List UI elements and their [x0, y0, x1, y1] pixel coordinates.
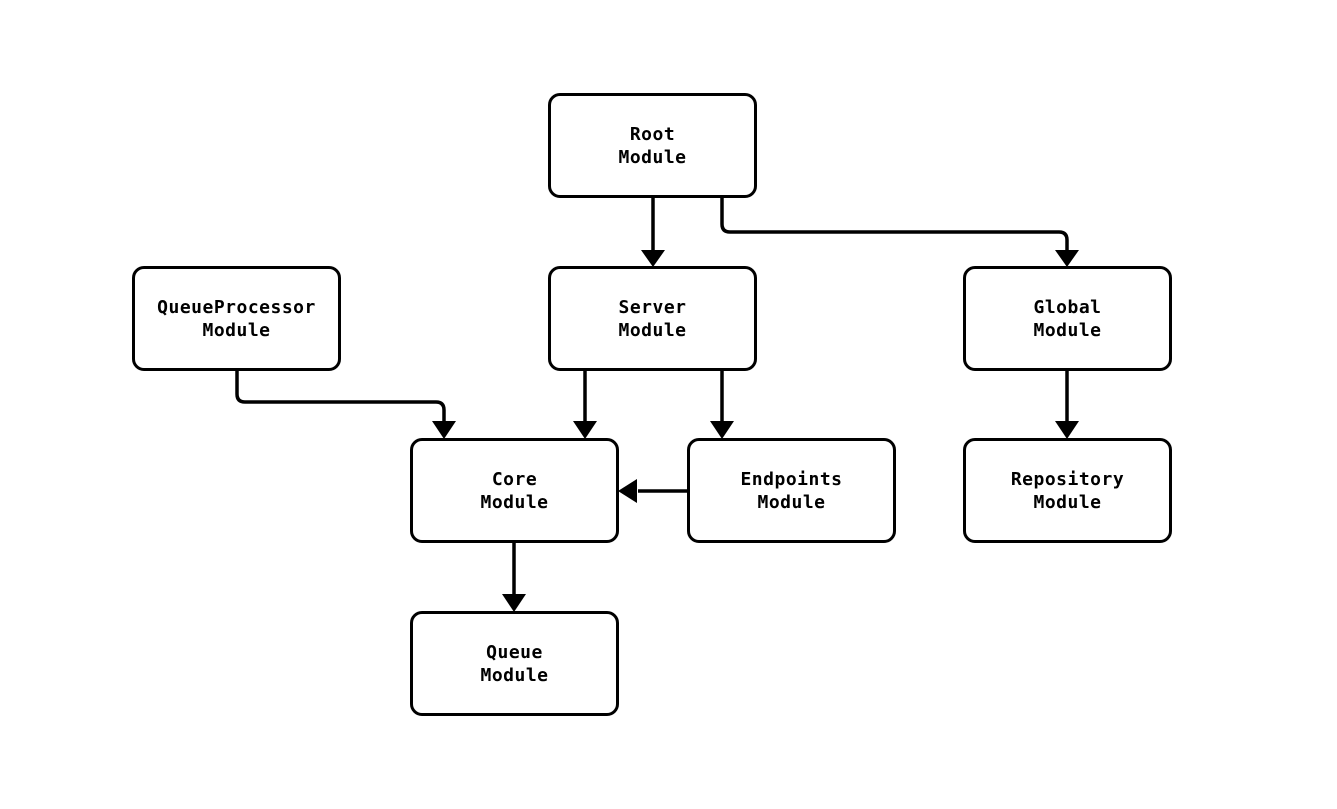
node-global-module: Global Module [963, 266, 1172, 371]
arrowhead-endpoints-to-core [618, 479, 637, 503]
arrowhead-core-to-queue [502, 594, 526, 612]
node-label-line: Core [491, 468, 538, 490]
node-label-line: Module [618, 319, 687, 341]
node-label-line: Module [618, 146, 687, 168]
node-label-line: Endpoints [740, 468, 843, 490]
node-label-line: QueueProcessor [157, 296, 316, 318]
arrowhead-global-to-repository [1055, 421, 1079, 439]
arrowhead-server-to-core [573, 421, 597, 439]
node-label-line: Server [618, 296, 687, 318]
node-label-line: Module [757, 491, 826, 513]
node-label-line: Module [480, 664, 549, 686]
node-label-line: Module [202, 319, 271, 341]
node-label-line: Module [1033, 491, 1102, 513]
node-label-line: Global [1033, 296, 1102, 318]
node-core-module: Core Module [410, 438, 619, 543]
arrowhead-queueprocessor-to-core [432, 421, 456, 439]
arrowhead-root-to-server [641, 250, 665, 267]
node-root-module: Root Module [548, 93, 757, 198]
edge-queueprocessor-to-core [235, 371, 446, 422]
node-label-line: Root [629, 123, 676, 145]
node-label-line: Module [1033, 319, 1102, 341]
node-queue-module: Queue Module [410, 611, 619, 716]
arrowhead-root-to-global [1055, 250, 1079, 267]
node-repository-module: Repository Module [963, 438, 1172, 543]
node-server-module: Server Module [548, 266, 757, 371]
node-queueprocessor-module: QueueProcessor Module [132, 266, 341, 371]
node-label-line: Module [480, 491, 549, 513]
arrowhead-server-to-endpoints [710, 421, 734, 439]
node-label-line: Repository [1010, 468, 1125, 490]
edge-root-to-global [720, 198, 1069, 251]
node-endpoints-module: Endpoints Module [687, 438, 896, 543]
node-label-line: Queue [486, 641, 543, 663]
